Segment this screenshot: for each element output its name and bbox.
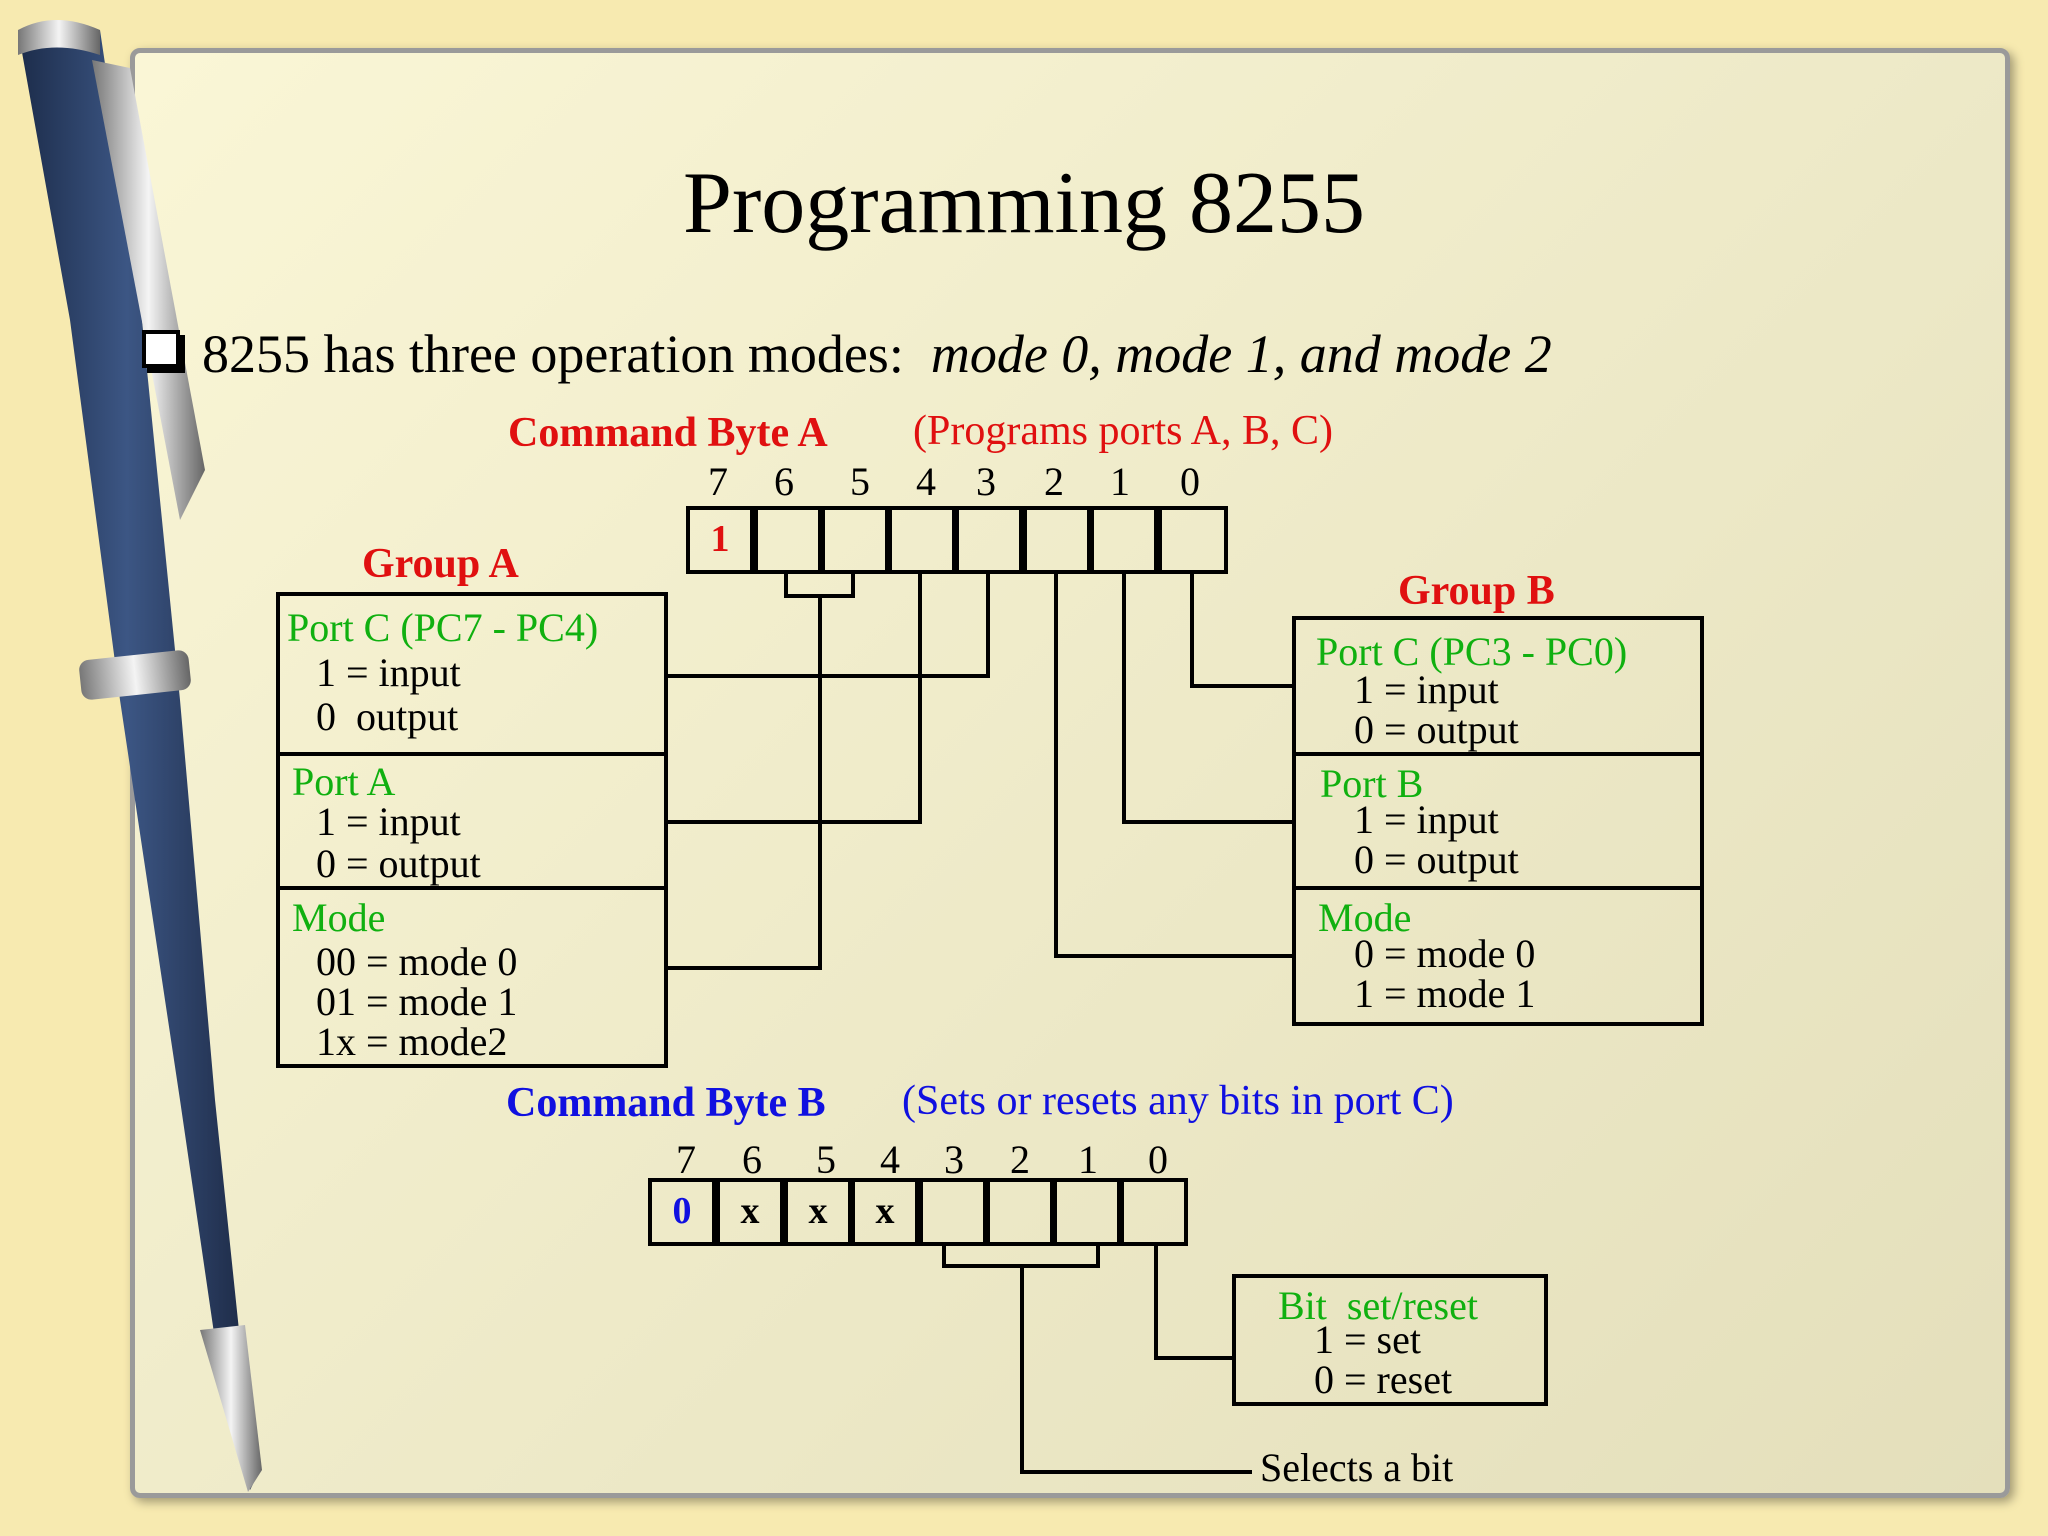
- bit-cell: x: [851, 1178, 919, 1246]
- group-b-mode-panel: [1292, 886, 1704, 1026]
- group-b-label: Group B: [1398, 568, 1555, 614]
- group-b-mode-line2: 1 = mode 1: [1354, 971, 1536, 1016]
- command-byte-a-desc: (Programs ports A, B, C): [913, 408, 1333, 454]
- selects-bit-label: Selects a bit: [1260, 1445, 1454, 1490]
- bit-cell: [1090, 506, 1158, 574]
- bullet-text: 8255 has three operation modes: mode 0, …: [202, 327, 1552, 381]
- group-a-mode-line1: 00 = mode 0: [316, 939, 518, 984]
- bullet-modes: mode 0, mode 1, and mode 2: [930, 324, 1552, 384]
- bit-cell: [754, 506, 822, 574]
- bullet-checkbox-icon: [142, 330, 180, 368]
- group-b-portb-line1: 1 = input: [1354, 797, 1499, 842]
- bit-set-reset-line1: 1 = set: [1314, 1317, 1421, 1362]
- bullet-lead: 8255 has three operation modes:: [202, 324, 904, 384]
- group-b-mode-title: Mode: [1318, 895, 1412, 940]
- bit-number: 3: [976, 459, 996, 504]
- group-b-portc-title: Port C (PC3 - PC0): [1316, 629, 1628, 674]
- group-a-label: Group A: [362, 541, 519, 587]
- bit-cell: x: [784, 1178, 852, 1246]
- bit-cell: [1158, 506, 1228, 574]
- group-a-portc-title: Port C (PC7 - PC4): [287, 605, 599, 650]
- command-byte-a-label: Command Byte A: [508, 410, 828, 456]
- bit-cell: 0: [648, 1178, 716, 1246]
- bit-cell: x: [716, 1178, 784, 1246]
- group-a-portc-line1: 1 = input: [316, 650, 461, 695]
- group-b-portc-line2: 0 = output: [1354, 707, 1519, 752]
- bit-cell: [1053, 1178, 1121, 1246]
- group-b-portb-title: Port B: [1320, 761, 1424, 806]
- slide-panel: [130, 48, 2010, 1498]
- group-b-portb-line2: 0 = output: [1354, 837, 1519, 882]
- bit-number: 3: [944, 1137, 964, 1182]
- bit-number: 6: [742, 1137, 762, 1182]
- command-byte-b-label: Command Byte B: [506, 1080, 826, 1126]
- bit-number: 2: [1044, 459, 1064, 504]
- group-b-portc-line1: 1 = input: [1354, 667, 1499, 712]
- bit-number: 0: [1180, 459, 1200, 504]
- bit-number: 0: [1148, 1137, 1168, 1182]
- bit-number: 4: [916, 459, 936, 504]
- group-b-mode-line1: 0 = mode 0: [1354, 931, 1536, 976]
- page-title: Programming 8255: [683, 155, 1365, 252]
- command-byte-b-desc: (Sets or resets any bits in port C): [902, 1078, 1454, 1124]
- bit-cell: [1120, 1178, 1188, 1246]
- group-a-porta-line2: 0 = output: [316, 841, 481, 886]
- bit-number: 4: [880, 1137, 900, 1182]
- bit-number: 2: [1010, 1137, 1030, 1182]
- bit-cell: [888, 506, 956, 574]
- group-a-mode-line2: 01 = mode 1: [316, 979, 518, 1024]
- bit-cell: [955, 506, 1023, 574]
- group-a-mode-line3: 1x = mode2: [316, 1019, 508, 1064]
- bit-number: 7: [676, 1137, 696, 1182]
- bit-cell: [986, 1178, 1054, 1246]
- group-a-mode-panel: [276, 886, 668, 1068]
- bit-cell: [821, 506, 889, 574]
- bit-set-reset-panel: [1232, 1274, 1548, 1406]
- bit-number: 1: [1110, 459, 1130, 504]
- bit-number: 1: [1078, 1137, 1098, 1182]
- group-a-mode-title: Mode: [292, 895, 386, 940]
- bit-number: 6: [774, 459, 794, 504]
- pen-illustration: [18, 20, 262, 1492]
- group-a-porta-title: Port A: [292, 759, 396, 804]
- group-a-portc-line2: 0 output: [316, 694, 459, 739]
- bit-number: 5: [816, 1137, 836, 1182]
- bit-number: 5: [850, 459, 870, 504]
- bit-cell: [919, 1178, 987, 1246]
- group-a-porta-line1: 1 = input: [316, 799, 461, 844]
- bit-set-reset-title: Bit set/reset: [1278, 1283, 1478, 1328]
- bit-set-reset-line2: 0 = reset: [1314, 1357, 1453, 1402]
- bit-cell: [1023, 506, 1091, 574]
- bit-number: 7: [708, 459, 728, 504]
- bit-cell: 1: [686, 506, 754, 574]
